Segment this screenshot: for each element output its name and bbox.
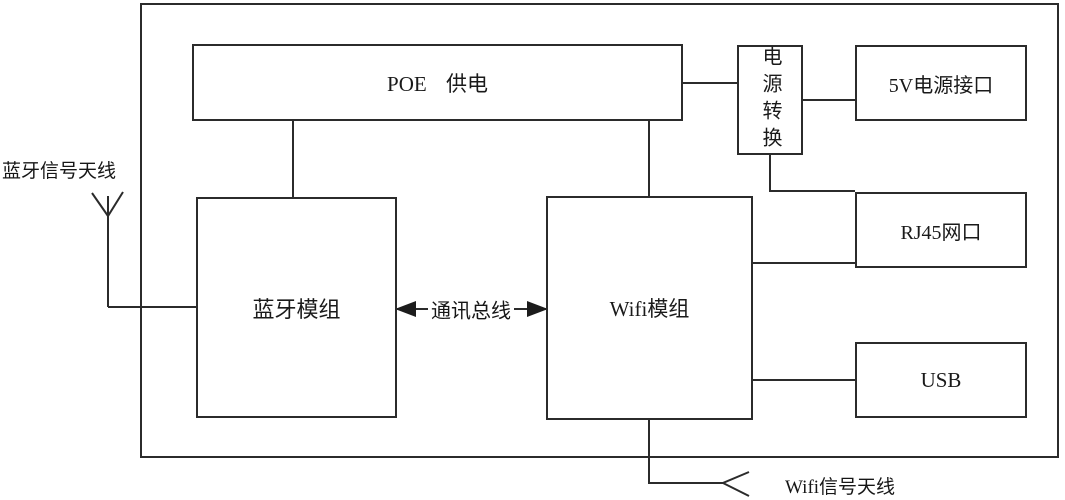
bluetooth-module-box: 蓝牙模组 [196,197,397,418]
usb-label: USB [920,367,962,392]
poe-power-label: POE 供电 [387,71,488,96]
wire-pconv-rj45 [769,155,855,192]
bus-label: 通讯总线 [428,294,514,324]
power-conversion-box: 电源转换 [737,45,803,155]
power-5v-label: 5V电源接口 [888,74,994,97]
wifi-module-label: Wifi模组 [609,297,690,321]
power-conversion-label: 电源转换 [759,46,781,154]
bluetooth-antenna-label: 蓝牙信号天线 [2,161,117,182]
wifi-antenna-icon [648,420,750,497]
power-5v-box: 5V电源接口 [855,45,1027,121]
poe-power-box: POE 供电 [192,44,683,121]
diagram-border [140,3,1059,458]
rj45-label: RJ45网口 [900,221,982,244]
bluetooth-antenna-icon [91,191,196,308]
wifi-antenna-label: Wifi信号天线 [785,477,896,498]
bluetooth-module-label: 蓝牙模组 [252,296,341,322]
usb-box: USB [855,342,1027,418]
wifi-module-box: Wifi模组 [546,196,753,420]
rj45-box: RJ45网口 [855,192,1027,268]
